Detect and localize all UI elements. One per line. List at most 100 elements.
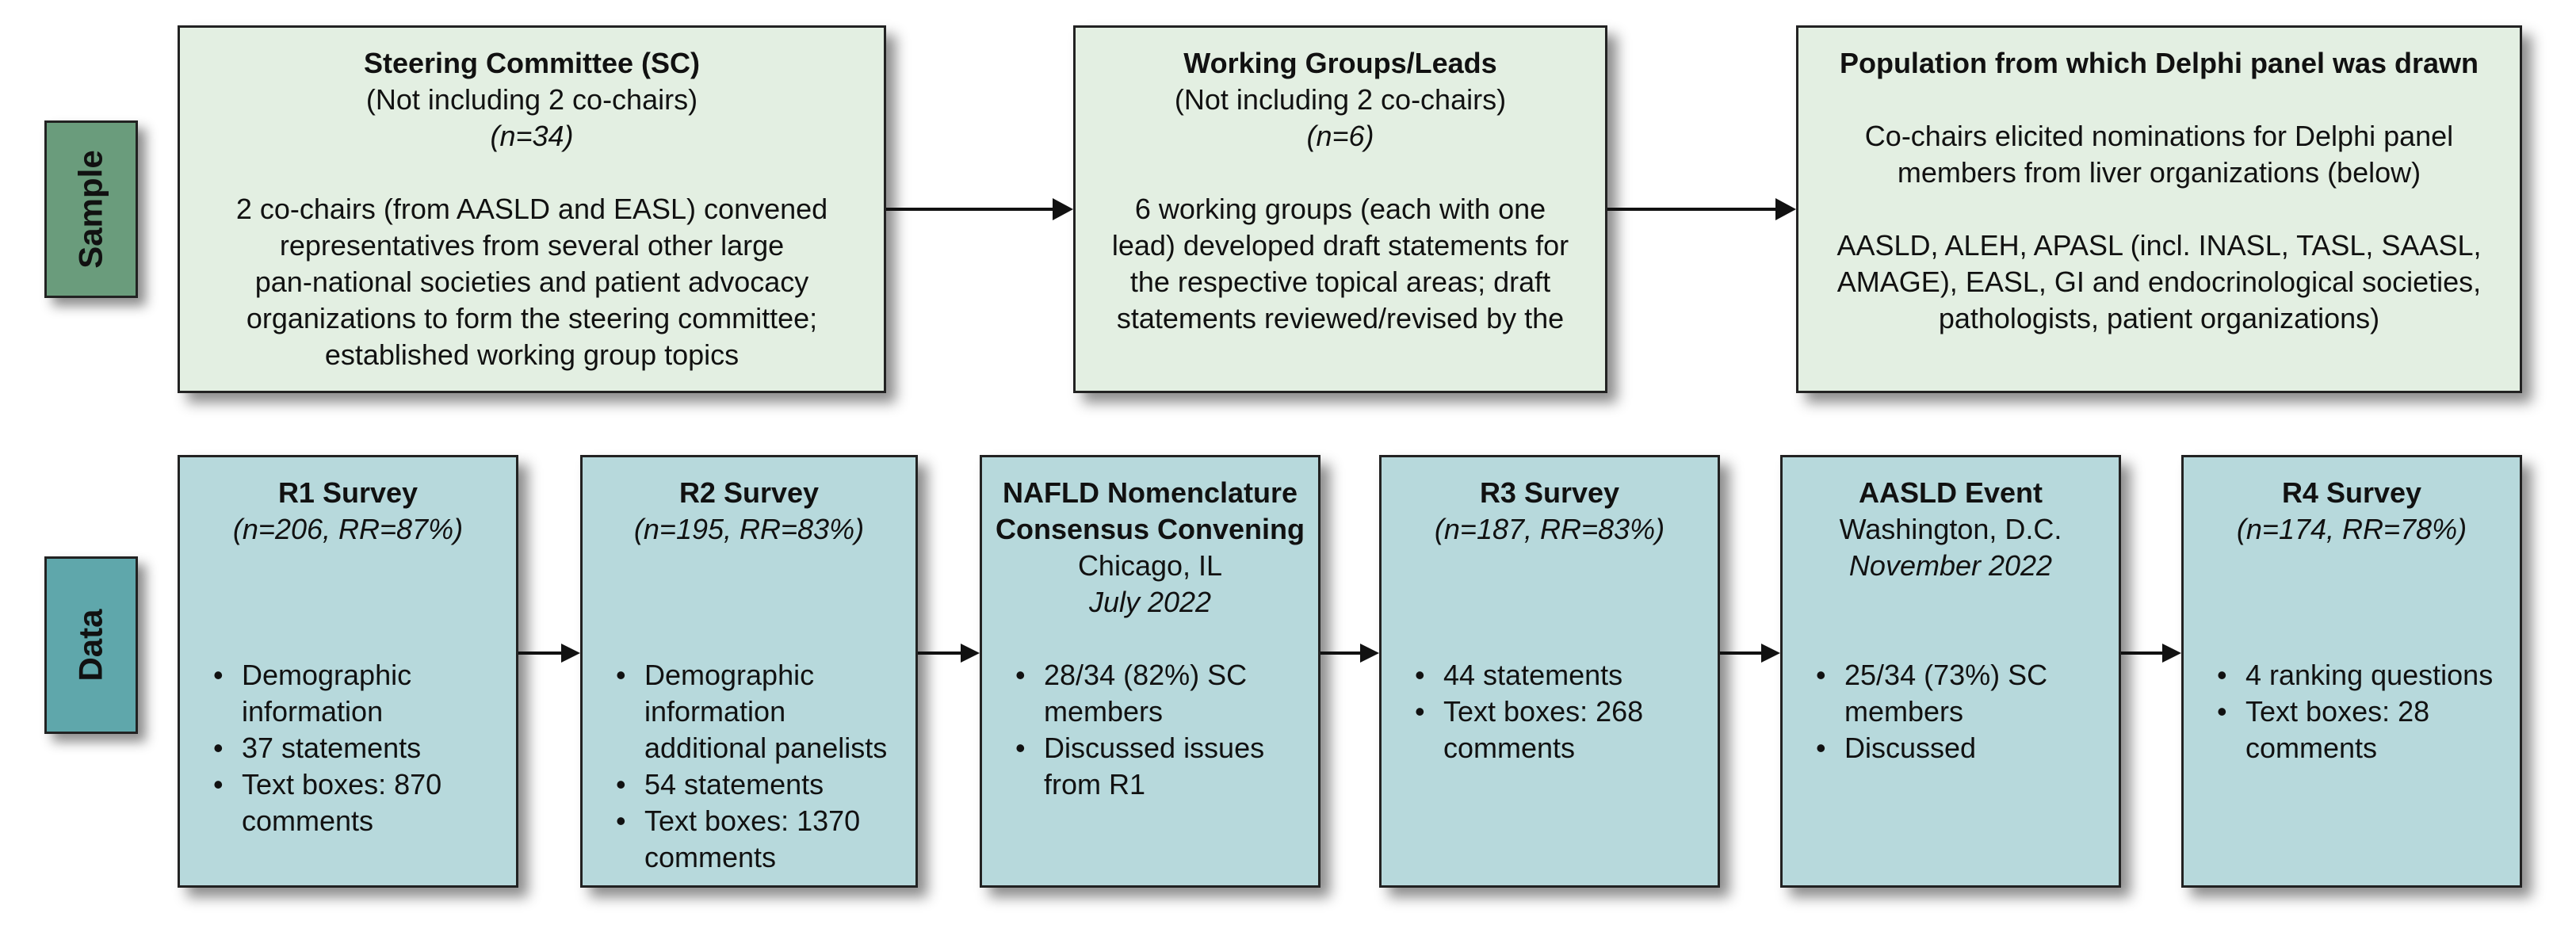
list-item-text: information [644,695,786,728]
steering-committee-title: Steering Committee (SC) [363,47,701,79]
list-item-text: Text boxes: 28 [2245,695,2430,728]
population-box: Population from which Delphi panel was d… [1796,25,2522,393]
list-item-text: 44 statements [1443,659,1623,691]
list-item: 4 ranking questions [2212,657,2520,694]
population-description: Co-chairs elicited nominations for Delph… [1798,118,2520,191]
bullet-list: Demographicinformation37 statementsText … [208,657,516,839]
box-location: Washington, D.C. [1839,513,2062,545]
arrowhead-aasld [1761,644,1780,663]
list-item: 44 statements [1410,657,1718,694]
list-item-text: comments [644,841,777,873]
list-item-text: Demographic [242,659,412,691]
bullet-list: 4 ranking questionsText boxes: 28 comment… [2212,657,2520,766]
list-item: 28/34 (82%) SC members [1011,657,1318,730]
arrowhead-r2 [561,644,580,663]
box-detail: (n=206, RR=87%) [232,513,464,545]
box-title: R3 Survey [1479,476,1620,509]
list-item-text: comments [1443,732,1576,764]
arrowhead-r3 [1360,644,1379,663]
list-item-text: Text boxes: 1370 [644,804,861,837]
steering-description-line: organizations to form the steering commi… [246,302,818,334]
data-row-label: Data [44,556,138,734]
box-title: R2 Survey [678,476,820,509]
list-item-text: information [242,695,384,728]
r3-survey-box: R3 Survey(n=187, RR=83%)44 statementsTex… [1379,455,1720,888]
list-item-text: Discussed issues [1044,732,1265,764]
arrowhead-convening [961,644,980,663]
arrowhead-working [1053,198,1073,220]
list-item: Discussed issues from R1 [1011,730,1318,803]
arrowhead-population [1775,198,1796,220]
list-item-text: Text boxes: 268 [1443,695,1644,728]
bullet-list: 28/34 (82%) SC membersDiscussed issues fro… [1011,657,1318,803]
list-item: Text boxes: 28 comments [2212,694,2520,766]
working-groups-description: 6 working groups (each with one lead) dev… [1076,191,1605,337]
population-description-line: Co-chairs elicited nominations for Delph… [1864,120,2454,152]
list-item-text: from R1 [1044,768,1146,801]
steering-description-line: 2 co-chairs (from AASLD and EASL) conven… [235,193,828,225]
box-title: NAFLD Nomenclature [1002,476,1298,509]
population-title: Population from which Delphi panel was d… [1839,47,2479,79]
population-organizations-line: pathologists, patient organizations) [1938,302,2380,334]
arrowhead-r4 [2162,644,2181,663]
working-groups-title: Working Groups/Leads [1183,47,1497,79]
population-description-line: members from liver organizations (below) [1897,156,2421,189]
box-detail: (n=195, RR=83%) [633,513,865,545]
list-item-text: Text boxes: 870 [242,768,442,801]
population-organizations: AASLD, ALEH, APASL (incl. INASL, TASL, S… [1798,227,2520,337]
r1-survey-box: R1 Survey (n=206, RR=87%) Demographic infor… [178,455,518,888]
list-item: Demographic information additional panelis… [611,657,915,766]
list-item-text: comments [242,804,374,837]
working-groups-box: Working Groups/Leads (Not including 2 co… [1073,25,1607,393]
steering-committee-n: (n=34) [490,120,574,152]
bullet-list: Demographic information additional panelis… [611,657,915,876]
list-item-text: members [1844,695,1964,728]
list-item: Demographic information [208,657,516,730]
list-item: 37 statements [208,730,516,766]
r4-survey-box: R4 Survey (n=174, RR=78%) 4 ranking questi… [2181,455,2522,888]
bullet-list: 25/34 (73%) SC membersDiscussed [1811,657,2119,766]
working-description-line: statements reviewed/revised by the [1116,302,1565,334]
list-item: Text boxes: 1370 comments [611,803,915,876]
list-item: Text boxes: 268 comments [1410,694,1718,766]
list-item-text: Discussed [1844,732,1977,764]
list-item: 25/34 (73%) SC members [1811,657,2119,730]
list-item-text: comments [2245,732,2378,764]
list-item-text: Demographic [644,659,815,691]
box-title: R4 Survey [2281,476,2422,509]
steering-committee-box: Steering Committee (SC) (Not including 2… [178,25,886,393]
steering-description-line: pan-national societies and patient advoc… [254,266,809,298]
list-item-text: additional panelists [644,732,888,764]
steering-description-line: established working group topics [324,338,740,371]
box-detail: July 2022 [1088,586,1212,618]
list-item-text: 37 statements [242,732,422,764]
box-location: Chicago, IL [1077,549,1223,582]
steering-description-line: representatives from several other large [279,229,785,262]
working-description-line: the respective topical areas; draft [1129,266,1551,298]
r2-survey-box: R2 Survey (n=195, RR=83%) Demographic infor… [580,455,918,888]
list-item: Discussed [1811,730,2119,766]
list-item-text: 28/34 (82%) SC [1044,659,1248,691]
working-description-line: 6 working groups (each with one [1134,193,1546,225]
steering-committee-description: 2 co-chairs (from AASLD and EASL) conven… [180,191,884,373]
box-title: R1 Survey [277,476,419,509]
steering-committee-subtitle: (Not including 2 co-chairs) [365,83,698,116]
box-detail: (n=174, RR=78%) [2236,513,2467,545]
working-groups-n: (n=6) [1306,120,1374,152]
population-organizations-line: AMAGE), EASL, GI and endocrinological so… [1836,266,2482,298]
population-organizations-line: AASLD, ALEH, APASL (incl. INASL, TASL, S… [1836,229,2482,262]
list-item-text: 54 statements [644,768,824,801]
list-item-text: 25/34 (73%) SC [1844,659,2048,691]
list-item: 54 statements [611,766,915,803]
sample-row-label: Sample [44,120,138,298]
working-description-line: lead) developed draft statements for [1111,229,1569,262]
working-groups-subtitle: (Not including 2 co-chairs) [1174,83,1507,116]
box-detail: November 2022 [1848,549,2053,582]
box-title: Consensus Convening [995,513,1305,545]
list-item-text: members [1044,695,1164,728]
list-item-text: 4 ranking questions [2245,659,2494,691]
